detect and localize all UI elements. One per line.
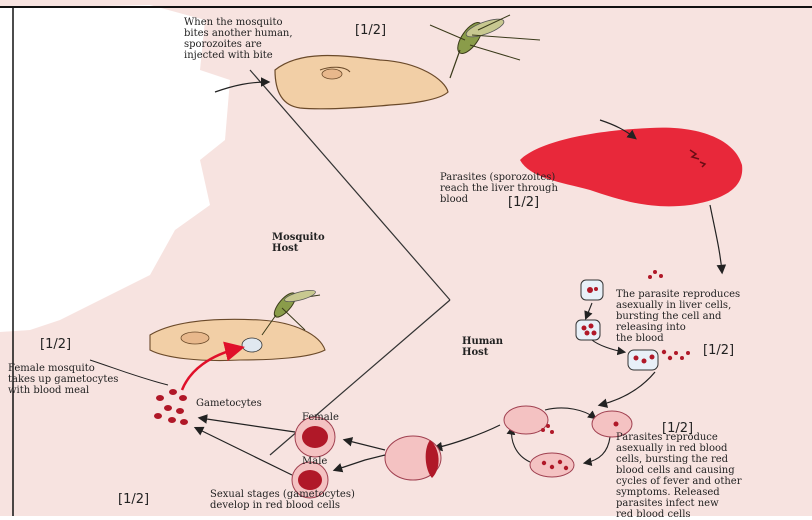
label-sexual: Sexual stages (gametocytes) develop in r… [210, 489, 355, 511]
liver-cell-burst [628, 350, 690, 370]
label-male: Male [302, 456, 327, 467]
label-female: Female [302, 412, 339, 423]
label-female-mosquito: Female mosquito takes up gametocytes wit… [8, 363, 118, 396]
mark-liver-cells: [1/2] [703, 343, 734, 358]
label-gametocytes: Gametocytes [196, 398, 262, 409]
mosquito-host-label: Mosquito Host [272, 232, 325, 254]
mark-female-mosquito: [1/2] [40, 337, 71, 352]
hand-top-illustration [275, 56, 448, 109]
mark-liver: [1/2] [508, 195, 539, 210]
human-host-label: Human Host [462, 336, 503, 358]
liver-cell-1 [581, 280, 603, 300]
label-liver-cells: The parasite reproduces asexually in liv… [616, 289, 740, 344]
rbc-bottom [530, 453, 574, 477]
gametocyte-developing-cell [385, 436, 441, 480]
label-bite: When the mosquito bites another human, s… [184, 17, 293, 61]
mark-sexual: [1/2] [118, 492, 149, 507]
mark-bite: [1/2] [355, 23, 386, 38]
female-gametocyte [295, 417, 335, 457]
liver-cell-2 [576, 320, 600, 340]
label-rbc: Parasites reproduce asexually in red blo… [616, 432, 741, 520]
mosquito-top-illustration [430, 15, 540, 78]
hand-bottom-illustration [150, 319, 325, 360]
gametocytes-cluster [154, 389, 188, 425]
label-liver: Parasites (sporozoites) reach the liver … [440, 172, 558, 205]
